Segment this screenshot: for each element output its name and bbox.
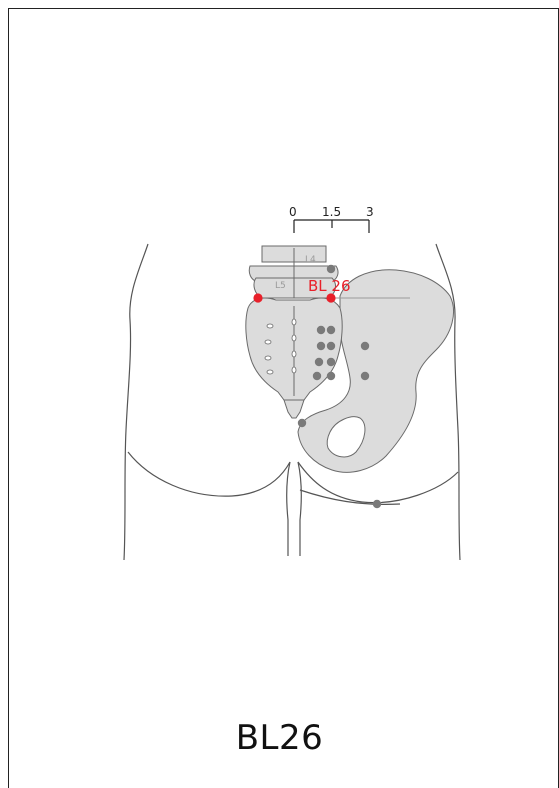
- left-buttock-line: [128, 452, 290, 496]
- scale-tick-1-5: 1.5: [322, 205, 341, 219]
- sacrum: [246, 298, 342, 400]
- cun-scale: [294, 220, 369, 233]
- left-torso-line: [124, 244, 148, 560]
- label-l5: L5: [275, 281, 286, 291]
- point-label-bl26: BL 26: [308, 277, 351, 295]
- left-thigh-inner: [287, 462, 290, 556]
- label-l4: L4: [305, 255, 316, 265]
- right-thigh-inner: [298, 462, 301, 556]
- scale-tick-0: 0: [289, 205, 297, 219]
- coccyx: [284, 400, 304, 418]
- point-caption: BL26: [0, 718, 559, 758]
- scale-tick-3: 3: [366, 205, 374, 219]
